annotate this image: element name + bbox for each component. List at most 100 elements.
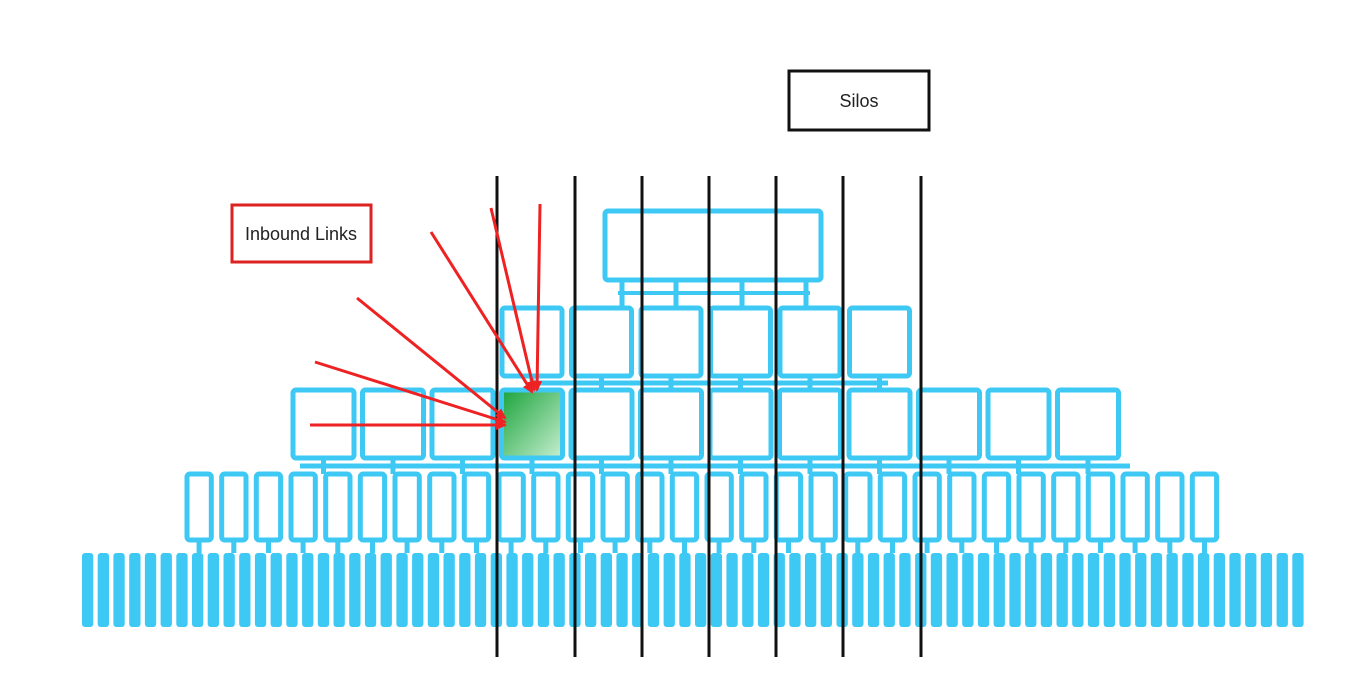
leaf-bar <box>820 553 832 627</box>
leaf-bar <box>113 553 125 627</box>
leaf-bar <box>364 553 377 627</box>
leaf-bar <box>317 553 330 627</box>
leaf-bar <box>506 553 518 627</box>
leaf-bar <box>1009 553 1021 627</box>
leaf-bar <box>710 553 722 627</box>
tree-nodes <box>184 208 1220 543</box>
leaf-bar <box>553 553 565 627</box>
level4-node <box>427 471 457 543</box>
leaf-bar <box>254 553 267 627</box>
level4-node <box>669 471 700 543</box>
level4-node <box>565 471 596 543</box>
level3-node <box>846 387 913 461</box>
leaf-bar <box>757 553 770 627</box>
leaf-bar <box>993 553 1005 627</box>
leaf-bar <box>695 553 707 627</box>
leaf-bar <box>1166 553 1178 627</box>
level4-node <box>184 471 214 543</box>
level4-node <box>843 471 873 543</box>
leaf-bar <box>616 553 628 627</box>
level2-node <box>777 305 843 379</box>
leaf-bar <box>1119 553 1131 627</box>
leaf-bar <box>302 553 314 627</box>
leaf-bar <box>207 553 219 627</box>
level4-node <box>808 471 838 543</box>
leaf-bar <box>1150 553 1163 627</box>
leaf-bar <box>380 553 392 627</box>
inbound-link-arrows <box>310 203 543 430</box>
leaf-bar <box>1072 553 1084 627</box>
leaf-bar <box>97 553 109 627</box>
level4-node <box>1051 471 1081 543</box>
leaf-bar <box>600 553 612 627</box>
leaf-bar <box>160 553 172 627</box>
silos-label-box: Silos <box>787 69 931 132</box>
level3-node <box>638 387 704 461</box>
leaf-bar <box>443 553 455 627</box>
inbound-link-arrow <box>532 203 543 392</box>
inbound-links-label-box: Inbound Links <box>230 203 373 264</box>
root-node <box>602 208 824 283</box>
leaf-bar <box>82 553 94 627</box>
level4-node <box>496 471 526 543</box>
leaf-bar <box>144 553 157 627</box>
leaf-bar <box>663 553 675 627</box>
leaf-bar <box>239 553 251 627</box>
leaf-bar <box>789 553 801 627</box>
inbound-link-arrow <box>429 231 534 394</box>
leaf-bar <box>852 553 864 627</box>
inbound-link-arrow <box>489 207 537 392</box>
leaf-bar <box>805 553 817 627</box>
inbound-links-label: Inbound Links <box>245 224 357 244</box>
leaf-bar <box>129 553 141 627</box>
level4-node <box>1189 471 1220 543</box>
leaf-bar <box>333 553 345 627</box>
level4-node <box>392 471 422 543</box>
leaf-bar <box>930 553 943 627</box>
inbound-link-arrow <box>356 296 507 420</box>
leaf-bar <box>1135 553 1147 627</box>
level3-node <box>1055 387 1121 461</box>
leaf-bar <box>1260 553 1273 627</box>
silos-label: Silos <box>839 91 878 111</box>
leaf-bar <box>1213 553 1225 627</box>
level2-node <box>569 305 634 379</box>
leaf-bar <box>1103 553 1115 627</box>
leaf-bar <box>1229 553 1241 627</box>
level4-node <box>219 471 249 543</box>
leaf-bar <box>1087 553 1100 627</box>
level3-node <box>777 387 843 461</box>
level4-node <box>981 471 1012 543</box>
leaf-bar <box>946 553 958 627</box>
leaf-row <box>82 553 1304 627</box>
level4-node <box>1016 471 1046 543</box>
leaf-bar <box>977 553 990 627</box>
leaf-bar <box>962 553 974 627</box>
target-page-node <box>499 387 565 461</box>
level4-node <box>877 471 908 543</box>
level4-node <box>947 471 977 543</box>
level4-node <box>531 471 561 543</box>
leaf-bar <box>223 553 235 627</box>
level4-node <box>739 471 769 543</box>
level4-node <box>357 471 388 543</box>
level4-node <box>1155 471 1185 543</box>
level4-node <box>323 471 353 543</box>
leaf-bar <box>396 553 408 627</box>
level4-node <box>635 471 665 543</box>
leaf-bar <box>176 553 188 627</box>
leaf-bar <box>867 553 880 627</box>
level4-node <box>253 471 284 543</box>
level3-node <box>916 387 982 461</box>
leaf-bar <box>899 553 911 627</box>
leaf-bar <box>286 553 298 627</box>
leaf-bar <box>1025 553 1037 627</box>
leaf-bar <box>585 553 597 627</box>
leaf-bar <box>726 553 738 627</box>
leaf-bar <box>270 553 282 627</box>
leaf-bar <box>1182 553 1194 627</box>
leaf-bar <box>412 553 424 627</box>
leaf-bar <box>1056 553 1068 627</box>
leaf-bar <box>192 553 204 627</box>
